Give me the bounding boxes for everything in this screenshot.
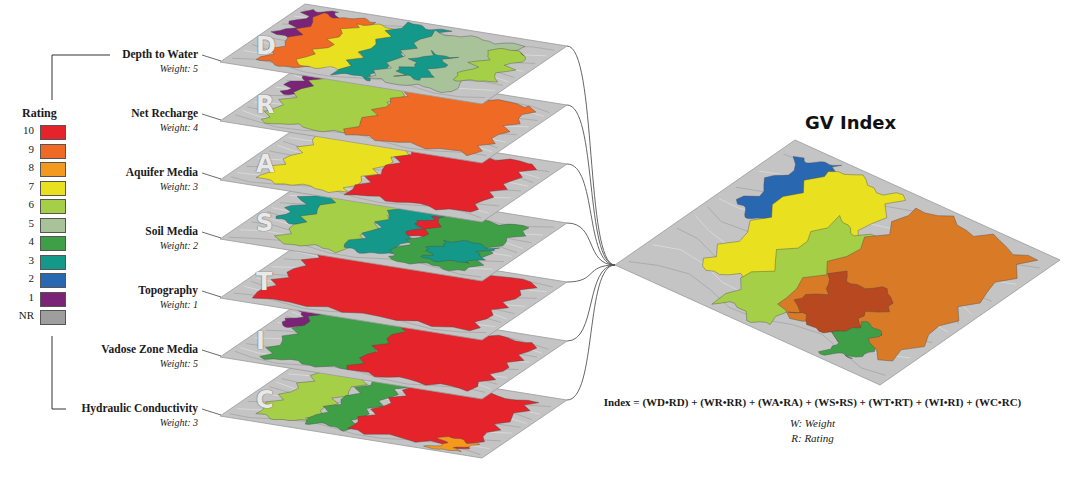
layer-weight: Weight: 3 bbox=[160, 181, 198, 192]
legend-label: 7 bbox=[8, 180, 34, 192]
legend-swatch bbox=[40, 310, 66, 325]
legend-label: 8 bbox=[8, 161, 34, 173]
map-region bbox=[347, 323, 537, 391]
layer-letter: D bbox=[256, 32, 276, 60]
leader-lines bbox=[202, 55, 221, 415]
map-region bbox=[788, 271, 893, 333]
map-region bbox=[365, 30, 525, 93]
layer-letter: S bbox=[256, 209, 273, 237]
layer-name: Soil Media bbox=[145, 225, 198, 237]
map-layer: Depth to WaterWeight: 5D bbox=[220, 4, 568, 104]
map-region bbox=[819, 322, 882, 359]
legend-swatch bbox=[40, 144, 66, 159]
connector bbox=[567, 164, 615, 265]
connector bbox=[567, 265, 615, 282]
connector bbox=[567, 105, 615, 265]
map-region bbox=[252, 248, 537, 331]
layer-weight: Weight: 1 bbox=[160, 299, 198, 310]
legend-swatch bbox=[40, 273, 66, 288]
text-label: Rating bbox=[22, 106, 57, 121]
layer-name: Vadose Zone Media bbox=[101, 343, 198, 355]
legend-swatch bbox=[40, 292, 66, 307]
layer-weight: Weight: 5 bbox=[160, 63, 198, 74]
map-base bbox=[220, 358, 567, 458]
layer-letter: C bbox=[256, 386, 274, 414]
legend-swatch bbox=[40, 125, 66, 140]
map-region bbox=[389, 216, 529, 270]
legend-label: 5 bbox=[8, 217, 34, 229]
text-label: R: Rating bbox=[565, 432, 1060, 444]
layer-name: Hydraulic Conductivity bbox=[81, 402, 198, 414]
connector bbox=[567, 46, 615, 265]
map-region bbox=[453, 49, 525, 83]
layer-letter: R bbox=[256, 91, 274, 119]
layer-name: Depth to Water bbox=[122, 48, 198, 60]
layer-letter: I bbox=[256, 327, 265, 355]
map-region bbox=[344, 145, 537, 212]
index-map: GV Index bbox=[615, 140, 1060, 385]
legend-swatch bbox=[40, 255, 66, 270]
legend-label: 4 bbox=[8, 235, 34, 247]
layer-letter: T bbox=[256, 268, 272, 296]
legend-swatch bbox=[40, 181, 66, 196]
layer-weight: Weight: 5 bbox=[160, 358, 198, 369]
index-map-shape bbox=[615, 140, 1060, 385]
legend-swatch bbox=[40, 218, 66, 233]
map-region bbox=[778, 208, 1038, 361]
map-base bbox=[615, 140, 1060, 385]
map-region bbox=[424, 437, 480, 453]
layer-weight: Weight: 4 bbox=[160, 122, 198, 133]
legend-label: 9 bbox=[8, 143, 34, 155]
layer-weight: Weight: 3 bbox=[160, 417, 198, 428]
map-region bbox=[344, 87, 536, 156]
layer-weight: Weight: 2 bbox=[160, 240, 198, 251]
legend-label: 1 bbox=[8, 291, 34, 303]
legend-swatch bbox=[40, 162, 66, 177]
legend-label: 10 bbox=[8, 124, 34, 136]
connector bbox=[567, 265, 615, 400]
text-label: W: Weight bbox=[565, 417, 1060, 429]
legend-swatch bbox=[40, 236, 66, 251]
map-region bbox=[421, 240, 500, 263]
connector bbox=[567, 223, 615, 265]
legend-swatch bbox=[40, 199, 66, 214]
legend-label: NR bbox=[8, 309, 34, 321]
map-region bbox=[394, 50, 459, 80]
map-title: GV Index bbox=[805, 112, 896, 133]
layer-letter: A bbox=[256, 150, 275, 178]
legend-label: 2 bbox=[8, 272, 34, 284]
layer-name: Net Recharge bbox=[131, 107, 198, 119]
layer-name: Aquifer Media bbox=[126, 166, 198, 178]
text-label: Index = (WD•RD) + (WR•RR) + (WA•RA) + (W… bbox=[565, 396, 1060, 408]
legend-label: 3 bbox=[8, 254, 34, 266]
layer-name: Topography bbox=[138, 284, 198, 296]
legend-label: 6 bbox=[8, 198, 34, 210]
